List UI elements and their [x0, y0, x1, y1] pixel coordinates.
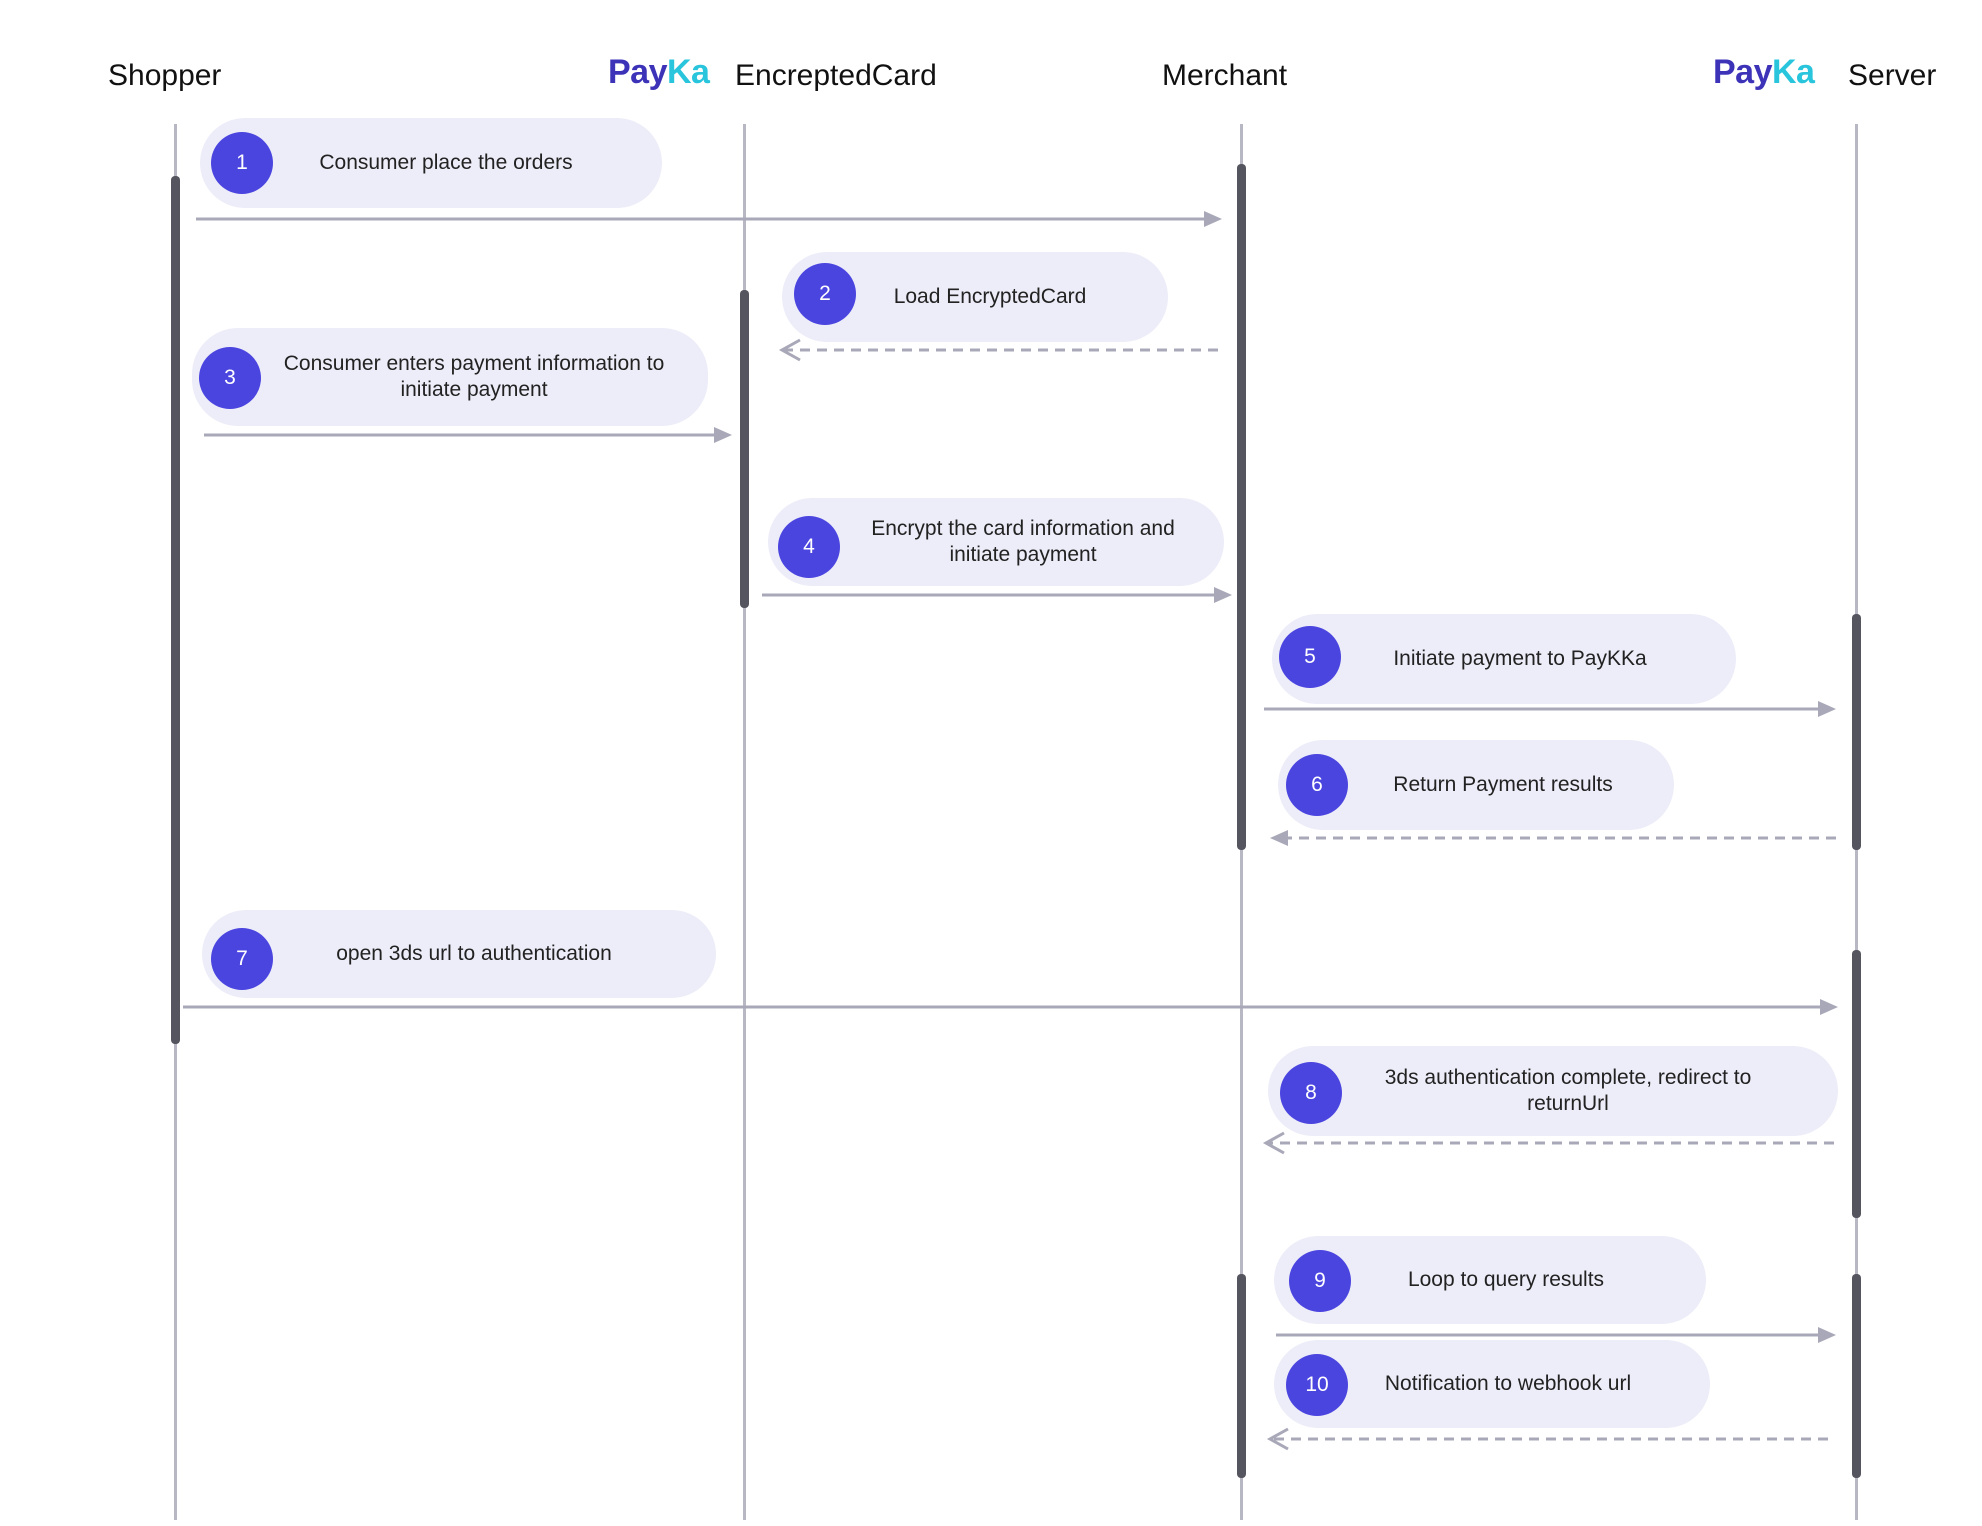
arrowhead-step-8 [1262, 1131, 1285, 1155]
activation-merchant-1 [1237, 164, 1246, 850]
step-7-pill [202, 910, 716, 998]
activation-server-3 [1852, 1274, 1861, 1478]
step-9-badge: 9 [1289, 1250, 1351, 1312]
step-2-label: Load EncryptedCard [893, 285, 1087, 308]
actor-label-server: Server [1848, 59, 1937, 92]
step-7-label: open 3ds url to authentication [336, 942, 612, 965]
arrowhead-step-2 [778, 338, 801, 362]
actor-label-merchant: Merchant [1162, 59, 1288, 92]
step-4-label: Encrypt the card information and initiat… [871, 517, 1175, 566]
step-1-label: Consumer place the orders [319, 151, 573, 174]
paykka-logo-encrypted: PayKa [608, 53, 710, 91]
step-5-label: Initiate payment to PayKKa [1393, 647, 1647, 670]
arrowhead-step-5 [1818, 701, 1836, 717]
arrowhead-step-3 [714, 427, 732, 443]
step-6-label: Return Payment results [1393, 773, 1613, 796]
step-10-label: Notification to webhook url [1384, 1372, 1632, 1395]
paykka-logo-server: PayKa [1713, 53, 1815, 91]
step-9-label: Loop to query results [1407, 1268, 1605, 1291]
step-10-badge: 10 [1286, 1354, 1348, 1416]
actor-label-encrypted-card: EncreptedCard [735, 59, 937, 92]
step-1-pill [200, 118, 662, 208]
step-2-badge: 2 [794, 263, 856, 325]
arrowhead-step-7 [1820, 999, 1838, 1015]
arrowhead-step-1 [1204, 211, 1222, 227]
step-6-badge: 6 [1286, 754, 1348, 816]
step-8-pill [1268, 1046, 1838, 1136]
step-8-badge: 8 [1280, 1062, 1342, 1124]
step-7-badge: 7 [211, 928, 273, 990]
activation-shopper [171, 176, 180, 1044]
step-5-pill [1272, 614, 1736, 704]
actor-label-shopper: Shopper [108, 59, 222, 92]
step-4-pill [768, 498, 1224, 586]
step-5-badge: 5 [1279, 626, 1341, 688]
arrowhead-step-9 [1818, 1327, 1836, 1343]
activation-server-1 [1852, 614, 1861, 850]
activation-encrypted-card [740, 290, 749, 608]
step-1-badge: 1 [211, 132, 273, 194]
step-8-label: 3ds authentication complete, redirect to… [1384, 1066, 1752, 1115]
arrowhead-step-10 [1266, 1427, 1289, 1451]
step-3-badge: 3 [199, 347, 261, 409]
arrowhead-step-6 [1270, 830, 1288, 846]
arrowhead-step-4 [1214, 587, 1232, 603]
step-3-label: Consumer enters payment information to i… [283, 352, 665, 401]
step-4-badge: 4 [778, 516, 840, 578]
step-3-pill [192, 328, 708, 426]
activation-merchant-2 [1237, 1274, 1246, 1478]
activation-server-2 [1852, 950, 1861, 1218]
lifeline-encrypted-card [743, 124, 746, 1520]
